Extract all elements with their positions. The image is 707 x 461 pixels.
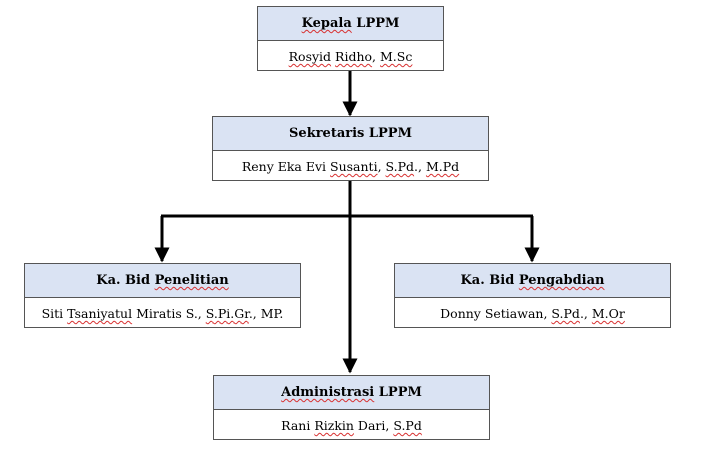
box-kepala: Kepala LPPM Rosyid Ridho, M.Sc (257, 6, 444, 71)
administrasi-name-segment: Rani (281, 418, 315, 433)
penelitian-title-segment: Ka. Bid (96, 273, 155, 288)
administrasi-name-segment: Rizkin (314, 418, 354, 433)
kepala-name-segment: , (372, 49, 380, 64)
sekretaris-name-segment: S.Pd (385, 159, 415, 174)
administrasi-title-segment: Administrasi (281, 385, 375, 400)
administrasi-name-segment: Dari, (353, 418, 394, 433)
pengabdian-name-segment: ., (579, 306, 592, 321)
pengabdian-title-segment: Ka. Bid (460, 273, 519, 288)
sekretaris-name-segment: M.Pd (425, 159, 460, 174)
box-sekretaris-title: Sekretaris LPPM (213, 117, 488, 151)
box-pengabdian-title: Ka. Bid Pengabdian (395, 264, 670, 298)
kepala-name-segment: M.Sc (380, 49, 413, 64)
pengabdian-name-segment: M.Or (591, 306, 625, 321)
box-administrasi: Administrasi LPPM Rani Rizkin Dari, S.Pd (213, 375, 490, 440)
sekretaris-name-segment: Susanti (330, 159, 378, 174)
penelitian-name-segment: ., MP. (248, 306, 284, 321)
kepala-name-segment: Rosyid (288, 49, 332, 64)
sekretaris-name-segment: , (377, 159, 386, 174)
administrasi-name-segment: S.Pd (393, 418, 422, 433)
penelitian-name-segment: Miratis S., (132, 306, 206, 321)
box-penelitian: Ka. Bid Penelitian Siti Tsaniyatul Mirat… (24, 263, 301, 328)
box-pengabdian-name: Donny Setiawan, S.Pd., M.Or (395, 298, 670, 329)
penelitian-name-segment: S.Pi.Gr (205, 306, 249, 321)
box-sekretaris-name: Reny Eka Evi Susanti, S.Pd., M.Pd (213, 151, 488, 182)
box-kepala-name: Rosyid Ridho, M.Sc (258, 41, 443, 72)
sekretaris-name-segment: ., (414, 159, 426, 174)
box-administrasi-title: Administrasi LPPM (214, 376, 489, 410)
pengabdian-name-segment: Donny Setiawan, (440, 306, 552, 321)
box-penelitian-title: Ka. Bid Penelitian (25, 264, 300, 298)
box-sekretaris: Sekretaris LPPM Reny Eka Evi Susanti, S.… (212, 116, 489, 181)
sekretaris-title-segment: Sekretaris LPPM (289, 126, 412, 141)
kepala-title-segment: LPPM (351, 16, 400, 31)
kepala-name-segment: Ridho (335, 49, 373, 64)
box-administrasi-name: Rani Rizkin Dari, S.Pd (214, 410, 489, 441)
penelitian-name-segment: Tsaniyatul (67, 306, 133, 321)
pengabdian-title-segment: Pengabdian (518, 273, 605, 288)
kepala-title-segment: Kepala (301, 16, 352, 31)
box-pengabdian: Ka. Bid Pengabdian Donny Setiawan, S.Pd.… (394, 263, 671, 328)
pengabdian-name-segment: S.Pd (551, 306, 580, 321)
penelitian-title-segment: Penelitian (154, 273, 229, 288)
penelitian-name-segment: Siti (41, 306, 68, 321)
box-kepala-title: Kepala LPPM (258, 7, 443, 41)
box-penelitian-name: Siti Tsaniyatul Miratis S., S.Pi.Gr., MP… (25, 298, 300, 329)
administrasi-title-segment: LPPM (374, 385, 422, 400)
sekretaris-name-segment: Reny Eka Evi (241, 159, 331, 174)
